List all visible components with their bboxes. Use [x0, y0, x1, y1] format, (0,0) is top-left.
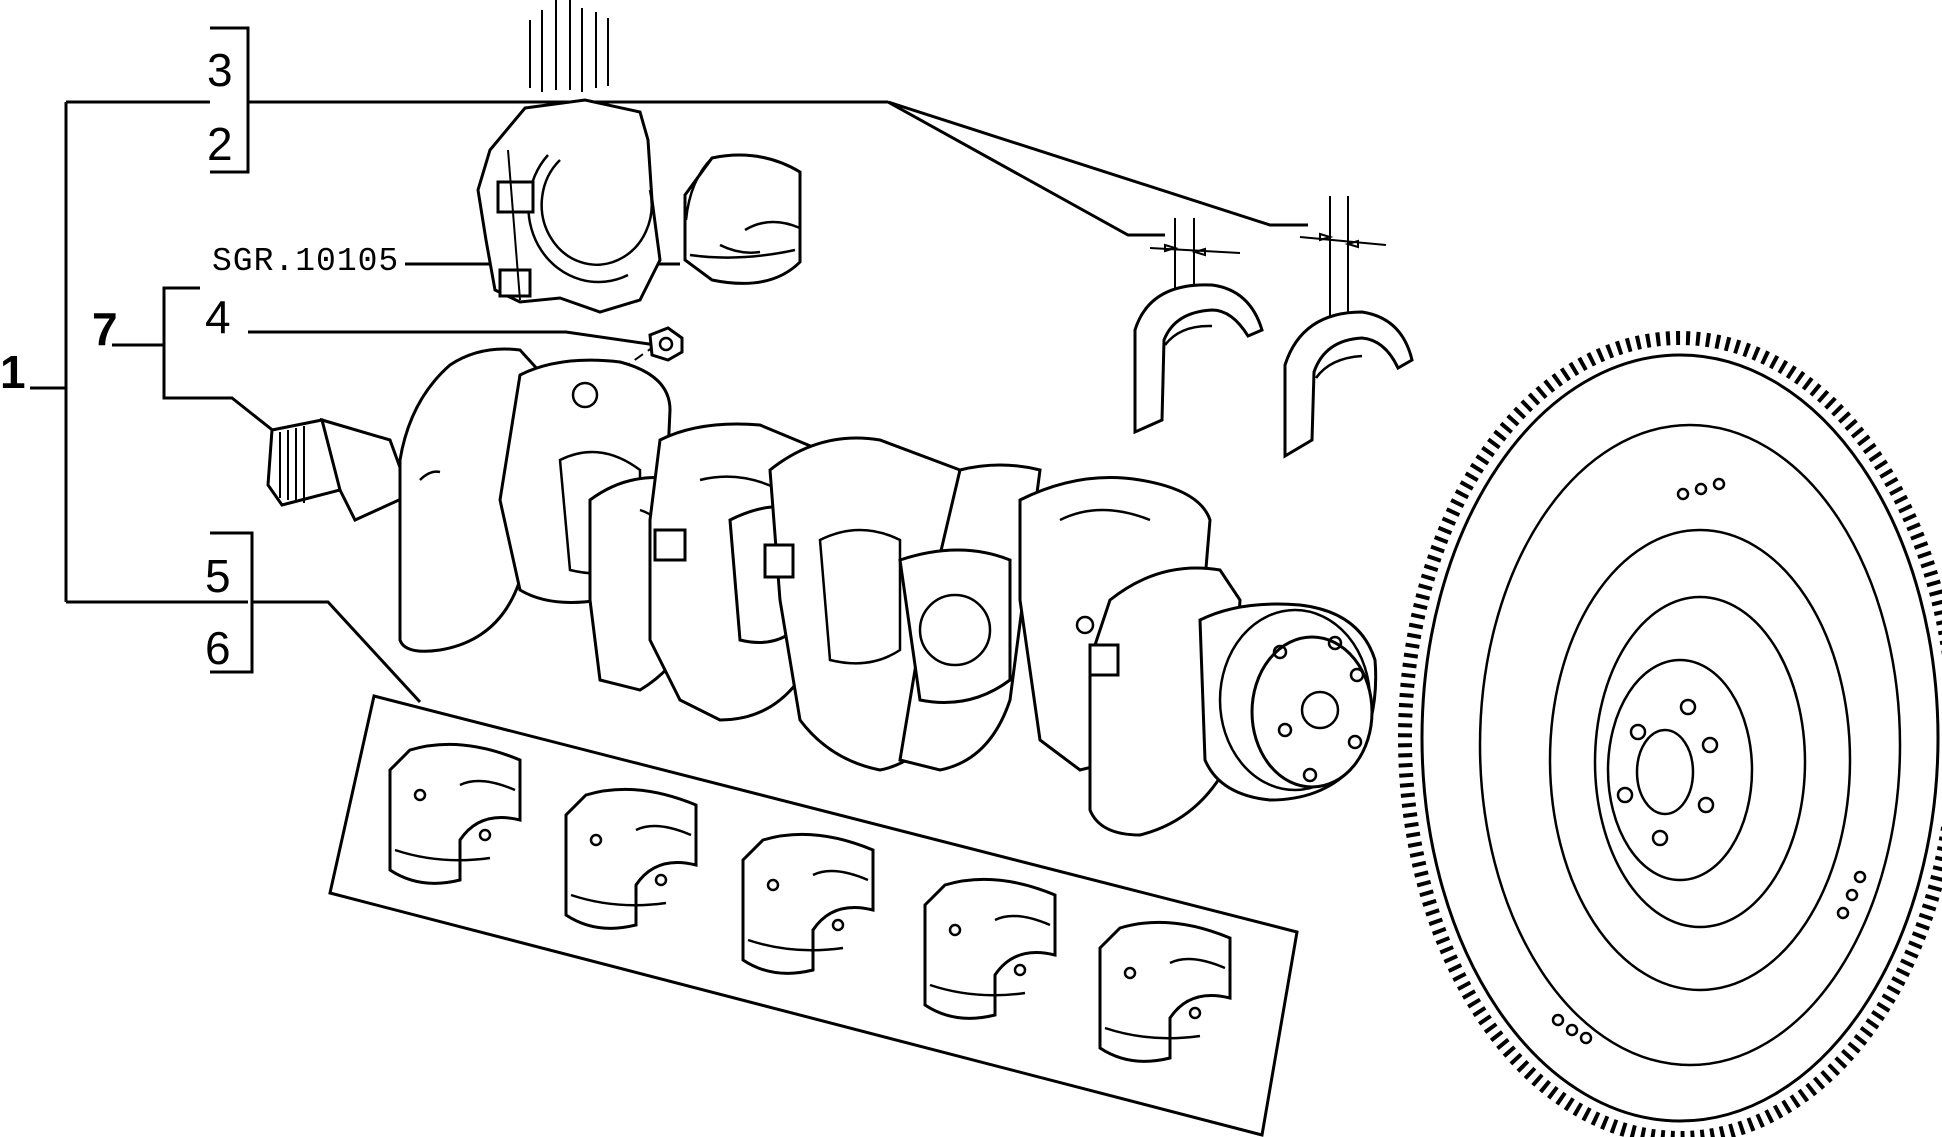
- callout-6: 6: [205, 622, 231, 674]
- thrust-washer-right: [1283, 196, 1414, 459]
- callout-3: 3: [207, 44, 233, 96]
- callout-2: 2: [207, 118, 233, 170]
- callout-4: 4: [205, 291, 231, 343]
- nut-part: [648, 326, 684, 362]
- conrod-bearing-shell: [683, 153, 802, 285]
- crankshaft: [266, 347, 1378, 837]
- callout-ref-code: SGR.10105: [212, 243, 399, 280]
- main-bearing-panel: [328, 694, 1299, 1137]
- main-bearing-shell-5: [1098, 920, 1232, 1063]
- callout-7: 7: [92, 303, 118, 355]
- callout-1: 1: [0, 346, 26, 398]
- connecting-rod: [476, 0, 662, 314]
- main-bearing-shell-1: [388, 742, 522, 885]
- callout-5: 5: [205, 550, 231, 602]
- thrust-washer-left: [1133, 218, 1264, 435]
- flywheel: [1398, 331, 1942, 1137]
- leader-lines: [30, 26, 1308, 704]
- main-bearing-shell-4: [923, 877, 1057, 1020]
- main-bearing-shell-2: [564, 787, 698, 930]
- main-bearing-shell-3: [741, 832, 875, 975]
- main-bearing-shells: [388, 742, 1232, 1063]
